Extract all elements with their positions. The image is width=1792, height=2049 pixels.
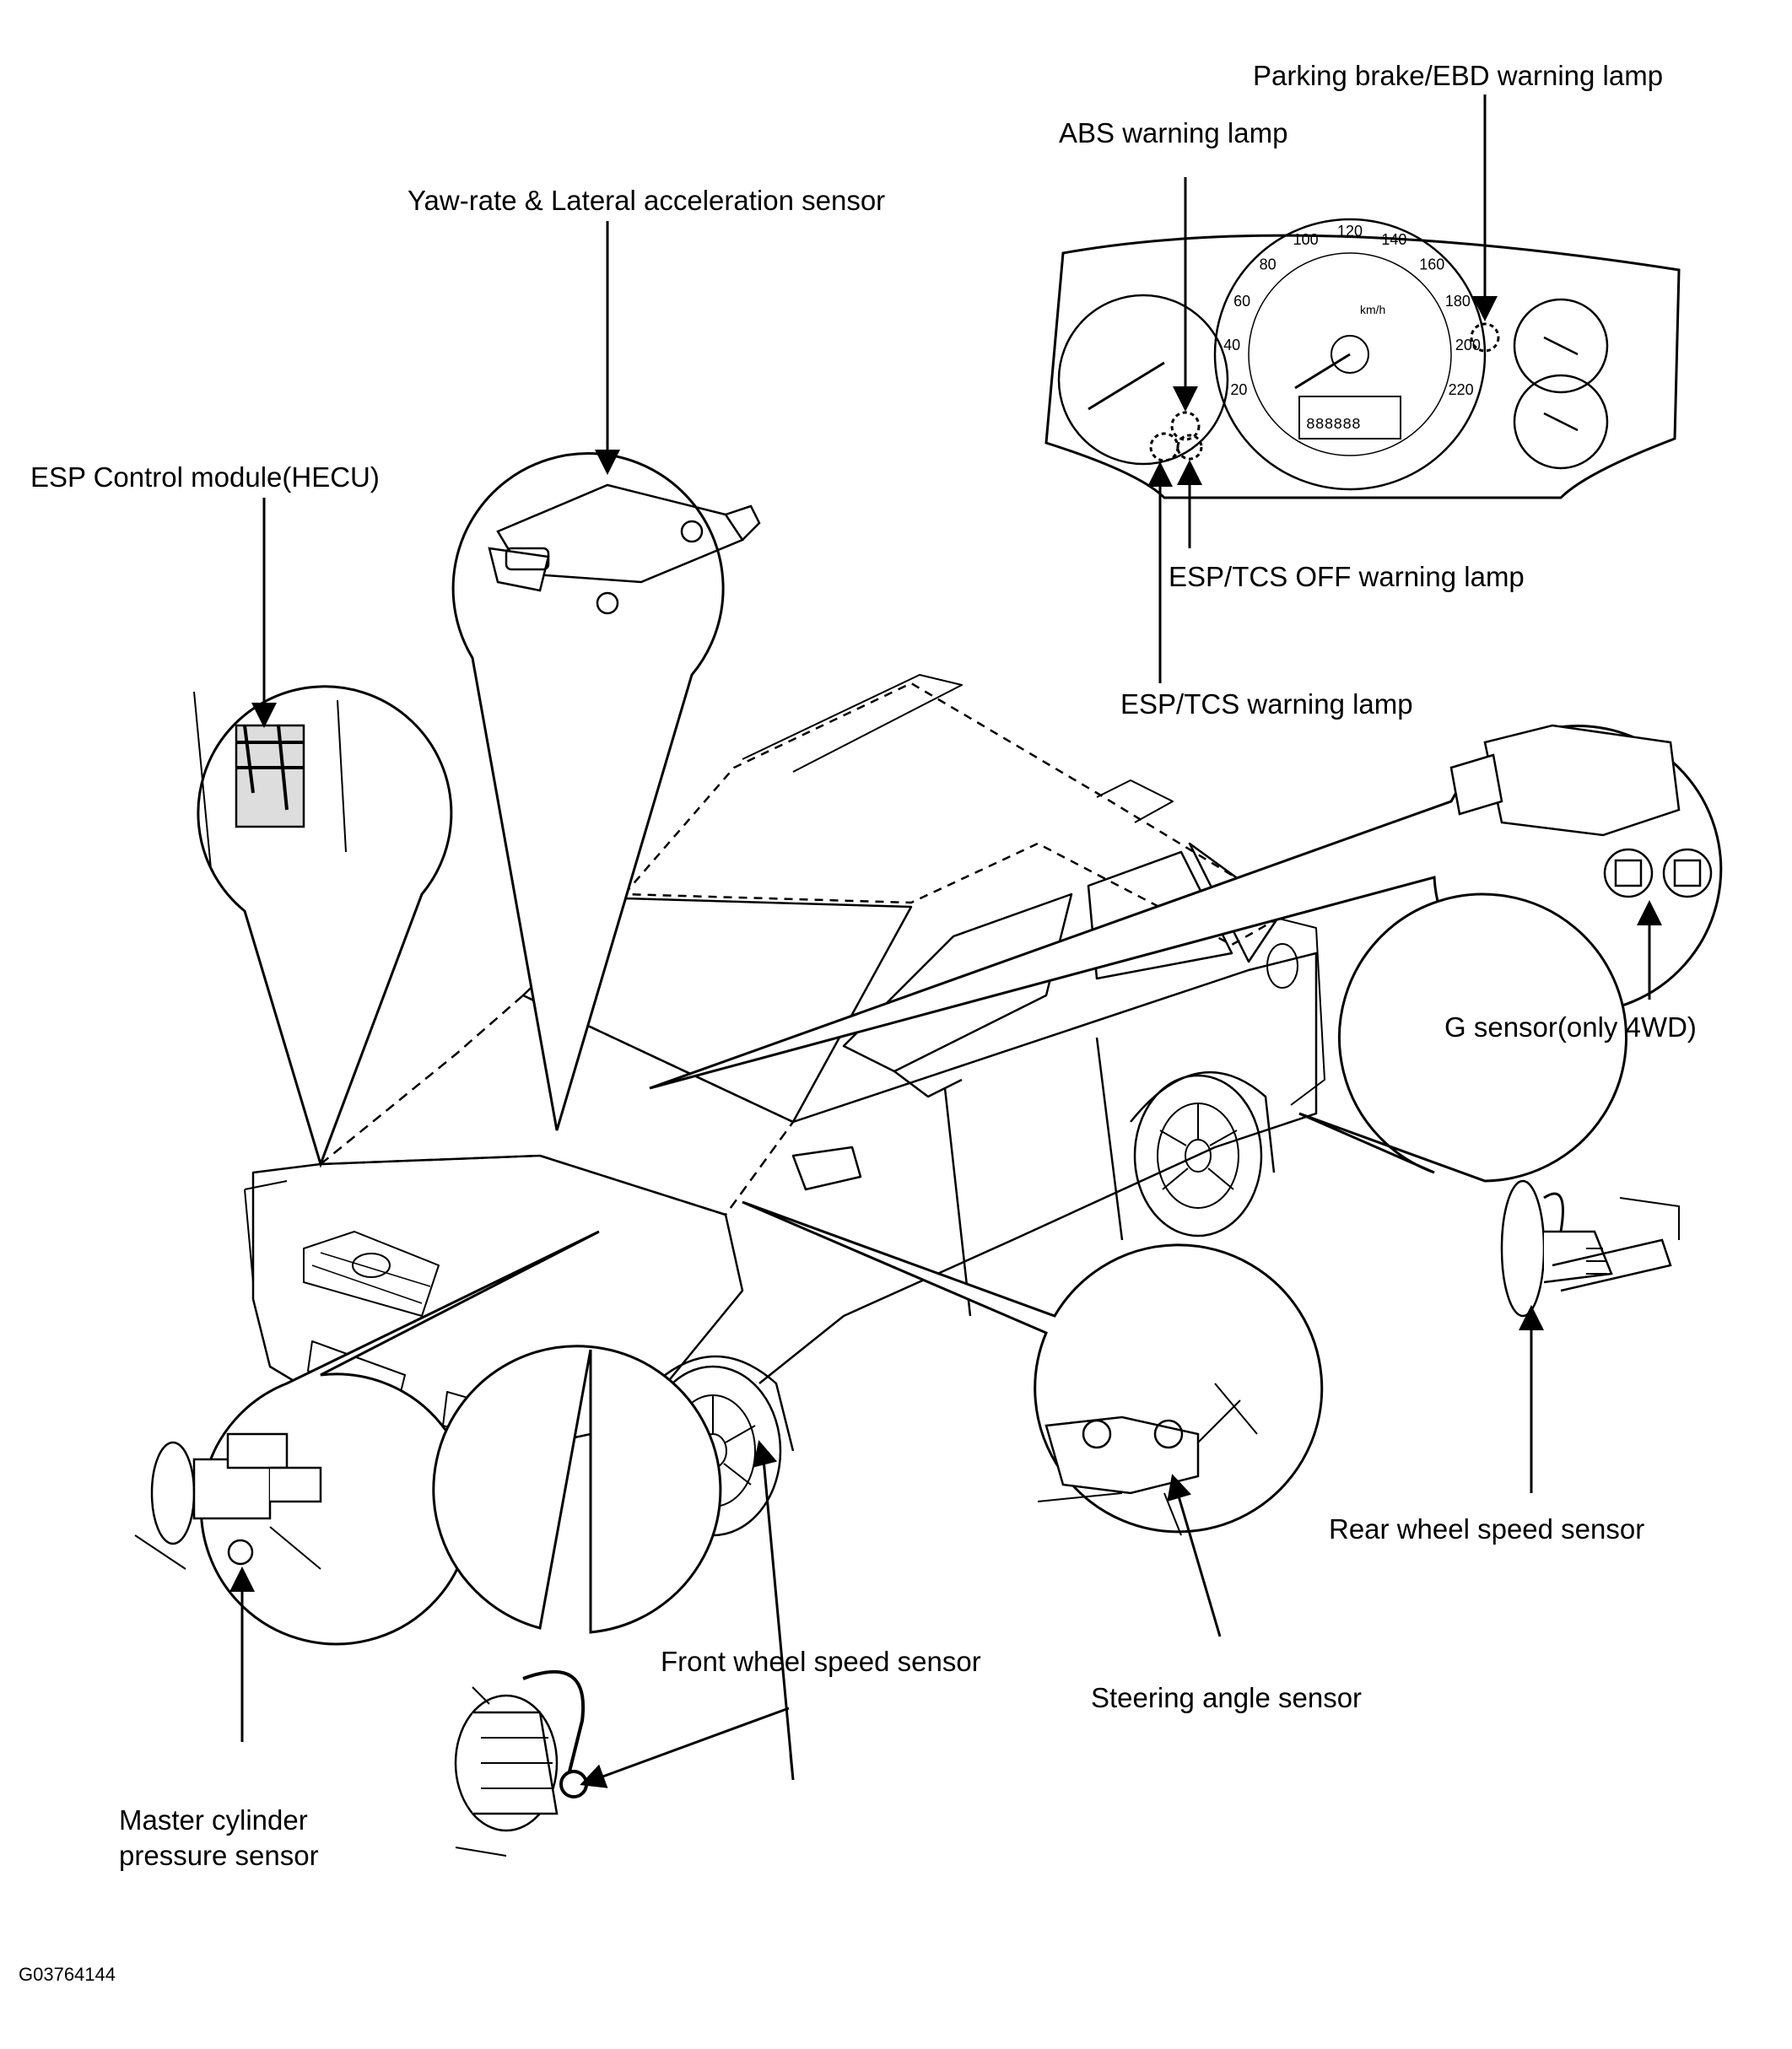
figure-id: G03764144 [19,1964,116,1985]
speed-tick-label: 80 [1260,256,1277,272]
front-wheel-sensor-callout [432,1345,722,1634]
speed-tick-label: 160 [1419,256,1444,272]
speed-tick-label: 120 [1337,223,1363,240]
g-sensor-label: G sensor(only 4WD) [1444,1011,1697,1043]
parking-brake-ebd-lamp-icon [1470,322,1500,353]
speed-tick-label: 180 [1445,293,1471,310]
odometer-value: 888888 [1306,417,1361,434]
speed-tick-label: 60 [1233,293,1250,310]
rear-wheel-sensor-callout [1298,892,1627,1183]
esp-tcs-off-label: ESP/TCS OFF warning lamp [1169,561,1525,592]
speed-tick-label: 140 [1381,231,1406,248]
speed-tick-label: 220 [1449,381,1474,398]
speedometer-dial [1213,218,1487,491]
abs-lamp-icon [1170,411,1201,441]
esp-tcs-lamp-icon [1149,432,1179,462]
esp-control-module-label: ESP Control module(HECU) [30,461,380,493]
leader-lines [229,94,1662,1788]
speed-tick-label: 20 [1230,381,1247,398]
detail-sketches [134,483,1713,1857]
steering-angle-label: Steering angle sensor [1091,1682,1363,1713]
speed-tick-label: 40 [1223,337,1240,353]
speed-tick-label: 100 [1293,231,1319,248]
temp-gauge [1513,374,1609,470]
odometer-display [1298,396,1401,439]
speed-unit: km/h [1360,303,1385,316]
abs-label: ABS warning lamp [1059,117,1288,148]
esp-tcs-label: ESP/TCS warning lamp [1120,688,1413,720]
yaw-rate-label: Yaw-rate & Lateral acceleration sensor [408,185,886,216]
speed-tick-label: 200 [1455,337,1481,353]
instrument-cluster [1044,218,1681,499]
rear-wheel-speed-label: Rear wheel speed sensor [1329,1513,1645,1545]
master-cylinder-label-line2: pressure sensor [119,1840,319,1871]
front-wheel-speed-label: Front wheel speed sensor [661,1646,981,1677]
tachometer-dial [1057,294,1229,466]
parking-brake-ebd-label: Parking brake/EBD warning lamp [1253,60,1664,91]
steering-sensor-callout [742,1200,1324,1534]
speedometer-tick-labels: 20 40 60 80 100 120 140 160 180 200 220 [1223,223,1481,398]
master-cylinder-label-line1: Master cylinder [119,1804,308,1836]
esp-tcs-off-lamp-icon [1176,434,1203,461]
fuel-gauge [1513,298,1609,394]
